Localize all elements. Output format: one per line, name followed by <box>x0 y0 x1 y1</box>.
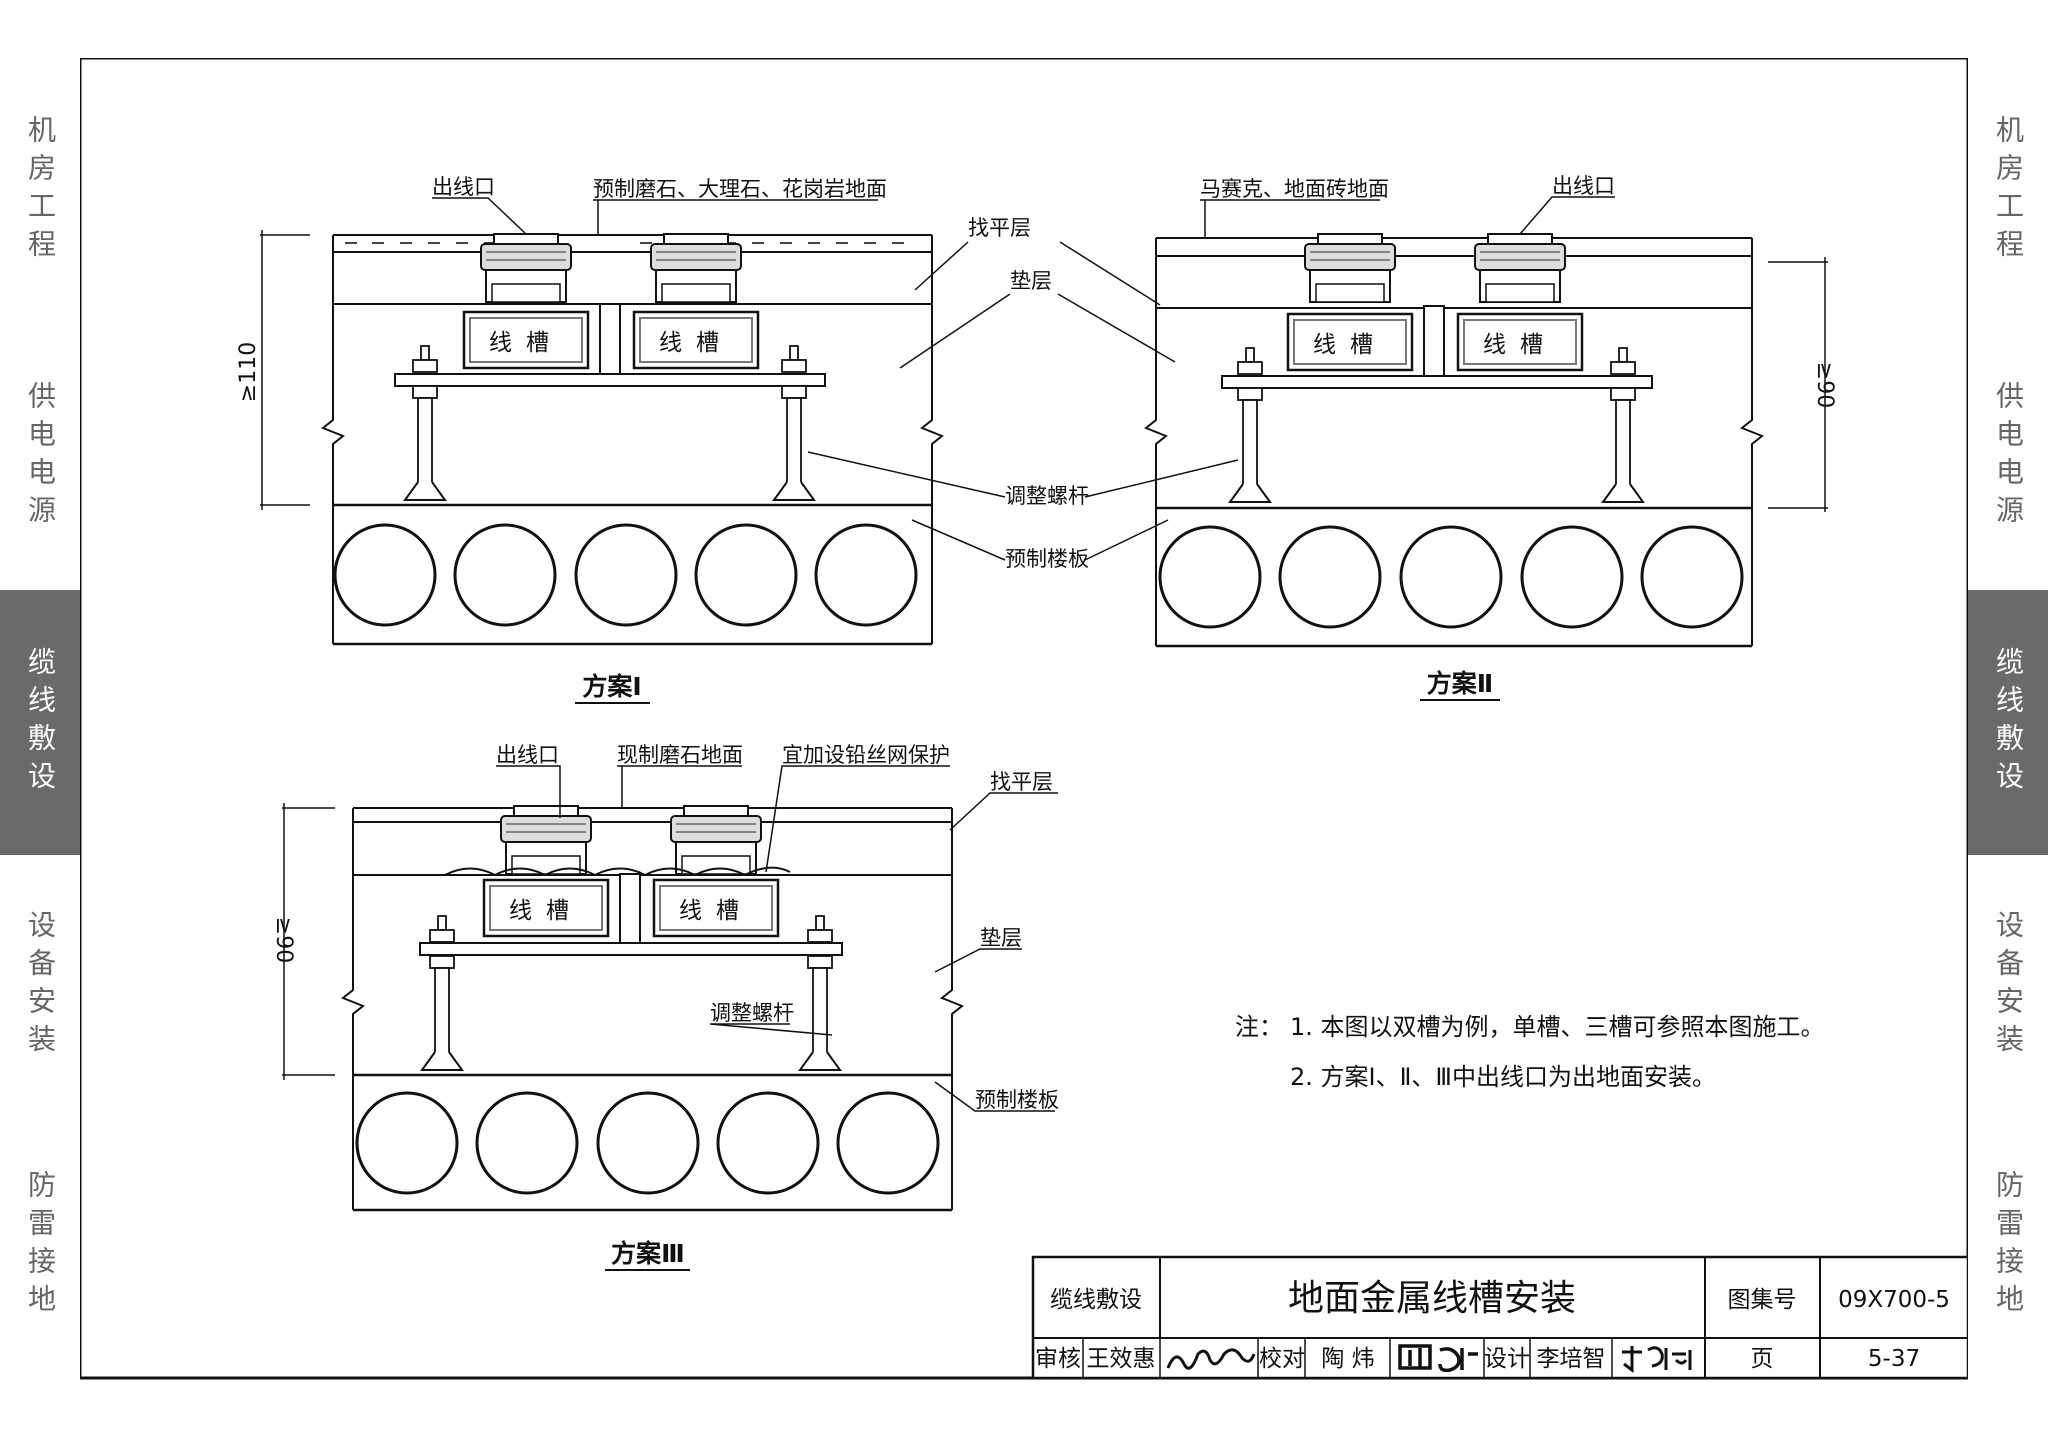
slot-label: 线槽 <box>1483 332 1557 358</box>
side-tab-machine-room[interactable]: 机房工程 <box>1968 58 2048 323</box>
scheme-1-caption: 方案Ⅰ <box>582 672 641 701</box>
side-tab-label: 设备安装 <box>1992 909 2025 1062</box>
review-label: 审核 <box>1035 1346 1081 1372</box>
side-tab-cabling-active[interactable]: 缆线敷设 <box>0 590 80 855</box>
shared-labels: 找平层 垫层 调整螺杆 预制楼板 <box>807 216 1239 571</box>
side-tab-cabling-active[interactable]: 缆线敷设 <box>1968 590 2048 855</box>
reviewer-signature <box>1166 1348 1256 1370</box>
scheme-2-outlet-label: 出线口 <box>1552 174 1615 198</box>
page-number: 5-37 <box>1868 1346 1920 1372</box>
slot-label: 线槽 <box>659 330 733 356</box>
scheme-3-outlet-label: 出线口 <box>496 743 559 767</box>
scheme-2-section: ≥90 线槽 线槽 马赛克、地面砖地面 出线口 方案Ⅱ <box>1144 174 1837 701</box>
note-line-1: 1. 本图以双槽为例，单槽、三槽可参照本图施工。 <box>1290 1013 1825 1041</box>
designer-signature <box>1622 1346 1692 1373</box>
slot-label: 线槽 <box>489 330 563 356</box>
drawing-sheet: ≥110 线槽 线槽 出线口 预制磨石、大理石、花岗岩地面 方案Ⅰ <box>80 58 1968 1380</box>
side-tab-label: 供电电源 <box>24 380 57 533</box>
atlas-number: 09X700-5 <box>1838 1287 1950 1313</box>
checker-signature <box>1398 1344 1478 1373</box>
side-tab-power-supply[interactable]: 供电电源 <box>1968 325 2048 588</box>
side-tab-label: 供电电源 <box>1992 380 2025 533</box>
scheme-2-dimension: ≥90 <box>1812 362 1837 408</box>
note-line-2: 2. 方案Ⅰ、Ⅱ、Ⅲ中出线口为出地面安装。 <box>1290 1063 1716 1091</box>
slot-label: 线槽 <box>679 898 753 924</box>
title-block: 缆线敷设 地面金属线槽安装 图集号 09X700-5 审核 王效惠 校对 陶 炜… <box>1031 1255 1968 1380</box>
side-tab-lightning[interactable]: 防雷接地 <box>1968 1116 2048 1376</box>
side-tab-label: 缆线敷设 <box>1992 646 2025 799</box>
scheme-3-caption: 方案Ⅲ <box>611 1239 685 1268</box>
side-tab-lightning[interactable]: 防雷接地 <box>0 1116 80 1376</box>
scheme-3-mesh-label: 宜加设铅丝网保护 <box>782 743 950 767</box>
bolt-label: 调整螺杆 <box>1005 484 1089 508</box>
slab-label: 预制楼板 <box>1005 547 1089 571</box>
scheme-3-leveling-label: 找平层 <box>990 770 1053 794</box>
side-tab-label: 设备安装 <box>24 909 57 1062</box>
scheme-1-dimension: ≥110 <box>236 342 261 402</box>
scheme-3-section: ≥90 线槽 线槽 出线口 现制磨石地面 宜加设铅丝网保护 找平层 垫层 调整螺… <box>271 743 1059 1271</box>
side-tab-label: 防雷接地 <box>24 1170 57 1322</box>
scheme-3-cushion-label: 垫层 <box>980 926 1022 950</box>
scheme-3-bolt-label: 调整螺杆 <box>710 1001 794 1025</box>
side-tab-equipment[interactable]: 设备安装 <box>0 857 80 1114</box>
check-label: 校对 <box>1259 1346 1305 1372</box>
scheme-3-surface-label: 现制磨石地面 <box>617 743 743 767</box>
side-tab-label: 机房工程 <box>24 114 57 267</box>
side-tab-power-supply[interactable]: 供电电源 <box>0 325 80 588</box>
scheme-1-section: ≥110 线槽 线槽 出线口 预制磨石、大理石、花岗岩地面 方案Ⅰ <box>236 175 944 704</box>
reviewer-name: 王效惠 <box>1087 1346 1156 1372</box>
title-block-category: 缆线敷设 <box>1050 1287 1142 1313</box>
scheme-1-outlet-label: 出线口 <box>432 175 495 199</box>
atlas-label: 图集号 <box>1728 1287 1797 1313</box>
scheme-2-surface-label: 马赛克、地面砖地面 <box>1200 177 1389 201</box>
checker-name: 陶 炜 <box>1321 1346 1374 1372</box>
scheme-2-caption: 方案Ⅱ <box>1427 669 1493 698</box>
page-label: 页 <box>1751 1346 1774 1372</box>
scheme-3-slab-label: 预制楼板 <box>975 1088 1059 1112</box>
side-tab-equipment[interactable]: 设备安装 <box>1968 857 2048 1114</box>
slot-label: 线槽 <box>509 898 583 924</box>
drawing-title: 地面金属线槽安装 <box>1288 1278 1576 1319</box>
leveling-layer-label: 找平层 <box>968 216 1031 240</box>
designer-name: 李培智 <box>1537 1346 1606 1372</box>
side-tab-label: 防雷接地 <box>1992 1170 2025 1322</box>
side-tab-label: 缆线敷设 <box>24 646 57 799</box>
scheme-3-dimension: ≥90 <box>271 917 296 963</box>
slot-label: 线槽 <box>1313 332 1387 358</box>
scheme-1-surface-label: 预制磨石、大理石、花岗岩地面 <box>593 177 887 201</box>
notes-prefix: 注： <box>1235 1013 1283 1041</box>
side-tab-label: 机房工程 <box>1992 114 2025 267</box>
cushion-layer-label: 垫层 <box>1010 269 1052 293</box>
side-tab-machine-room[interactable]: 机房工程 <box>0 58 80 323</box>
design-label: 设计 <box>1484 1346 1530 1372</box>
notes: 注： 1. 本图以双槽为例，单槽、三槽可参照本图施工。 2. 方案Ⅰ、Ⅱ、Ⅲ中出… <box>1235 1013 1825 1091</box>
